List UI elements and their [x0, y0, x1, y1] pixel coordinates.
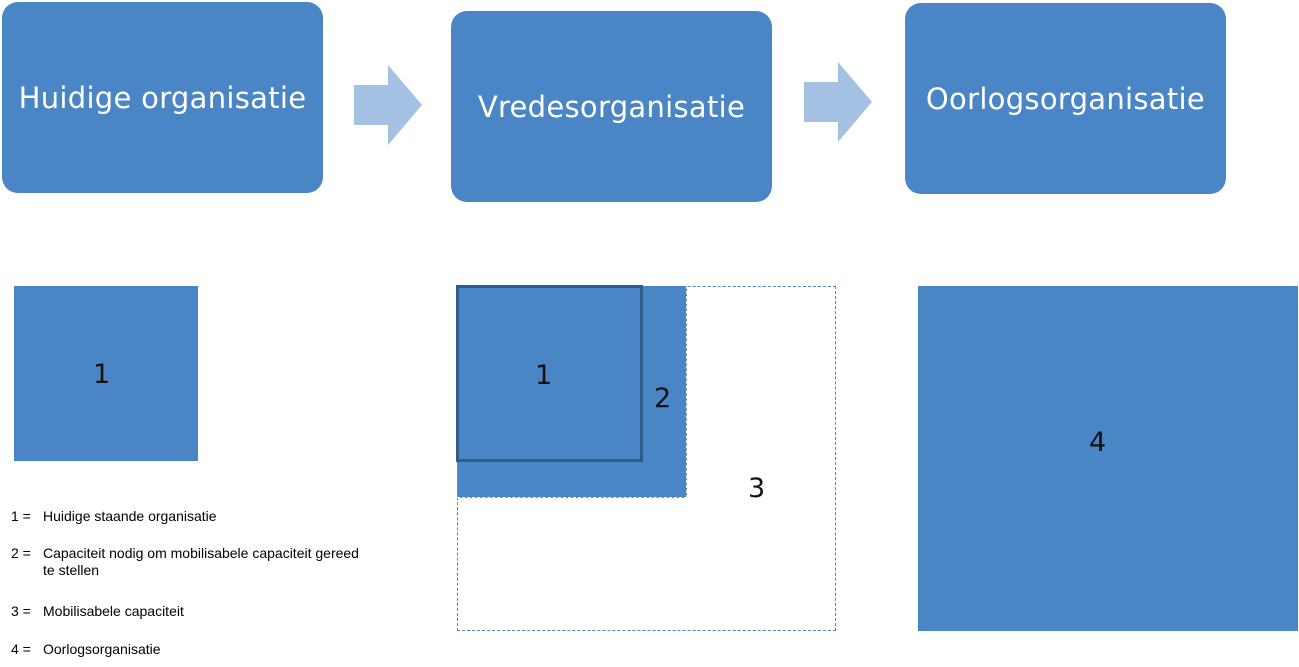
legend-item-4: 4 = Oorlogsorganisatie [11, 641, 161, 657]
legend-key: 1 = [11, 508, 31, 524]
legend-key: 2 = [11, 545, 31, 561]
legend-item-2: 2 = Capaciteit nodig om mobilisabele capa… [11, 545, 373, 579]
legend-item-1: 1 = Huidige staande organisatie [11, 508, 217, 524]
square-peace-inner-label: 1 [535, 360, 553, 391]
square-war-label: 4 [1089, 427, 1107, 458]
legend-key: 3 = [11, 603, 31, 619]
square-peace-inner [456, 285, 643, 462]
stage-label-peace: Vredesorganisatie [477, 89, 746, 124]
legend-text: Huidige staande organisatie [43, 508, 217, 524]
stage-box-current: Huidige organisatie [2, 2, 323, 193]
legend-text: Oorlogsorganisatie [43, 641, 161, 657]
square-current-label: 1 [93, 359, 111, 390]
legend-text: Mobilisabele capaciteit [43, 603, 184, 619]
stage-label-war: Oorlogsorganisatie [925, 81, 1206, 116]
square-current [14, 286, 198, 461]
stage-box-war: Oorlogsorganisatie [905, 3, 1226, 194]
legend-item-3: 3 = Mobilisabele capaciteit [11, 603, 184, 619]
legend-key: 4 = [11, 641, 31, 657]
legend-text: Capaciteit nodig om mobilisabele capacit… [43, 545, 359, 578]
square-peace-middle-label: 2 [654, 383, 672, 414]
right-arrow-icon [804, 62, 872, 142]
square-peace-outer-label: 3 [748, 473, 766, 504]
stage-box-peace: Vredesorganisatie [451, 11, 772, 202]
right-arrow-icon [354, 65, 422, 145]
square-peace-middle [457, 286, 687, 498]
stage-label-current: Huidige organisatie [18, 80, 307, 115]
square-war [918, 286, 1298, 631]
